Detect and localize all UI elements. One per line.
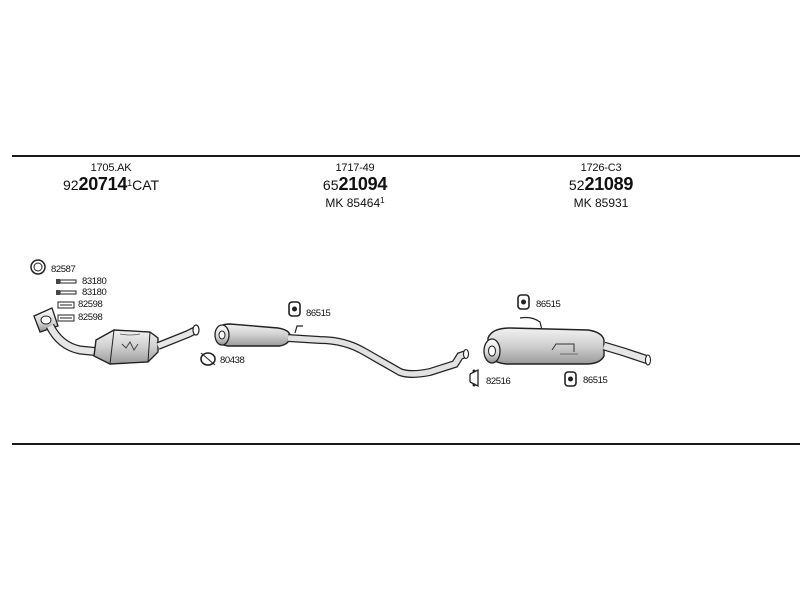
- u-clamp-icon: [469, 368, 479, 388]
- gasket-icon: [57, 301, 75, 309]
- rear-silencer: [483, 316, 652, 366]
- part-number-prefix: 92: [62, 177, 79, 193]
- middle-silencer: [214, 323, 470, 378]
- part-number-suffix: CAT: [132, 177, 160, 193]
- front-pipe-catalytic-converter: [33, 307, 200, 365]
- part-code: 1705.AK: [90, 162, 132, 174]
- part-number-prefix: 52: [568, 177, 585, 193]
- part-code: 1726-C3: [580, 162, 622, 174]
- mk-reference: MK 85931: [569, 196, 633, 210]
- gasket-icon: [57, 314, 75, 322]
- bolt-icon: [56, 290, 77, 295]
- rubber-hanger-icon: [288, 301, 301, 317]
- rubber-hanger-icon: [564, 371, 577, 387]
- top-divider-line: [12, 155, 800, 157]
- part-label-rubber-hanger: 86515: [583, 375, 608, 386]
- part-label-ring-clamp: 82587: [51, 264, 76, 275]
- column-header-middle-silencer: 1717-49 6521094 MK 854641: [323, 162, 387, 210]
- column-header-rear-silencer: 1726-C3 5221089 MK 85931: [569, 162, 633, 210]
- part-label-clamp: 80438: [220, 355, 245, 366]
- bottom-divider-line: [12, 443, 800, 445]
- u-clamp-icon: [200, 352, 216, 366]
- column-header-front-pipe: 1705.AK 92207141CAT: [63, 162, 159, 195]
- part-label-gasket: 82598: [78, 299, 103, 310]
- part-number-line: 6521094: [323, 175, 387, 195]
- part-number: 21094: [338, 174, 388, 194]
- part-label-gasket: 82598: [78, 312, 103, 323]
- bolt-icon: [56, 279, 77, 284]
- part-label-rubber-hanger: 86515: [536, 299, 561, 310]
- part-number-line: 92207141CAT: [63, 175, 159, 195]
- part-label-clamp: 82516: [486, 376, 511, 387]
- part-number-superscript: 1: [127, 178, 133, 188]
- part-label-bolt: 83180: [82, 287, 107, 298]
- part-number-prefix: 65: [322, 177, 339, 193]
- mk-number: MK 85931: [573, 196, 629, 210]
- part-label-bolt: 83180: [82, 276, 107, 287]
- mk-superscript: 1: [380, 196, 385, 205]
- part-code: 1717-49: [335, 162, 375, 174]
- part-label-rubber-hanger: 86515: [306, 308, 331, 319]
- rubber-hanger-icon: [517, 294, 530, 310]
- ring-clamp-icon: [30, 259, 46, 275]
- part-number-line: 5221089: [569, 175, 633, 195]
- part-number: 21089: [584, 174, 634, 194]
- part-number: 20714: [78, 174, 128, 194]
- mk-number: MK 85464: [325, 196, 381, 210]
- mk-reference: MK 854641: [323, 196, 387, 210]
